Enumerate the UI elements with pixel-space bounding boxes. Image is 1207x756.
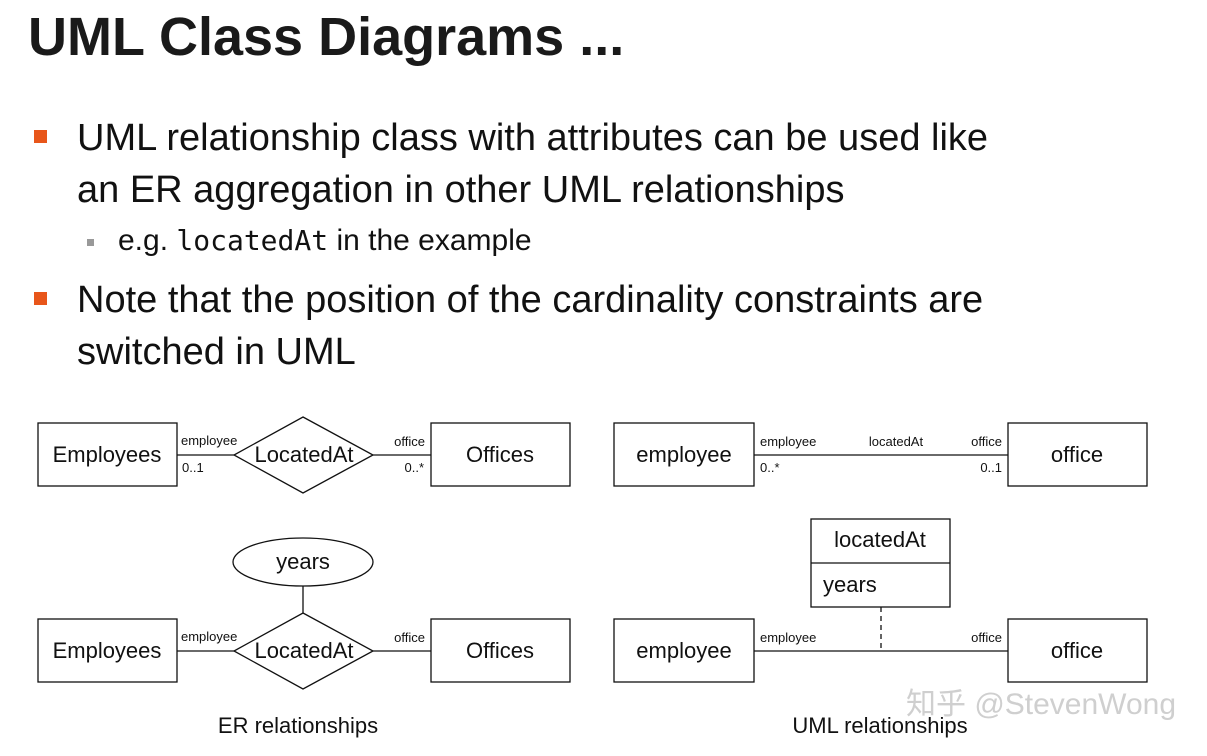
role-label-left: employee (760, 630, 816, 645)
sub-bullet-marker (87, 239, 94, 246)
class-employee-label: employee (636, 442, 731, 467)
class-office-box (1007, 618, 1148, 683)
sub-suffix: in the example (336, 224, 532, 257)
entity-employees-label: Employees (53, 638, 162, 663)
entity-offices-label: Offices (466, 442, 534, 467)
er-caption: ER relationships (218, 713, 378, 738)
sub-prefix: e.g. (118, 224, 169, 257)
role-label-left: employee (760, 434, 816, 449)
entity-offices-box (430, 618, 571, 683)
cardinality-right: 0..* (404, 460, 424, 475)
bullet-text-line: an ER aggregation in other UML relations… (77, 169, 845, 211)
entity-offices-label: Offices (466, 638, 534, 663)
er-top-diagram: Employees LocatedAt Offices employee 0..… (37, 416, 571, 494)
class-office-label: office (1051, 638, 1103, 663)
attribute-label: years (276, 549, 330, 574)
role-label-right: office (394, 630, 425, 645)
relationship-label: LocatedAt (254, 638, 353, 663)
bullet-text-line: Note that the position of the cardinalit… (77, 279, 984, 321)
class-office-box (1007, 422, 1148, 487)
relationship-label: LocatedAt (254, 442, 353, 467)
class-office-label: office (1051, 442, 1103, 467)
code-locatedAt: locatedAt (176, 224, 329, 257)
role-label-left: employee (181, 433, 237, 448)
er-bottom-diagram: years Employees LocatedAt Offices employ… (37, 537, 571, 738)
role-label-left: employee (181, 629, 237, 644)
entity-employees-box (37, 618, 178, 683)
role-label-right: office (971, 434, 1002, 449)
class-employee-label: employee (636, 638, 731, 663)
association-class-name: locatedAt (834, 527, 926, 552)
entity-offices-box (430, 422, 571, 487)
uml-top-diagram: employee office employee locatedAt offic… (613, 422, 1148, 487)
relationship-diamond (232, 612, 375, 690)
class-employee-box (613, 422, 755, 487)
bullet-text-line: UML relationship class with attributes c… (77, 117, 989, 159)
role-label-right: office (971, 630, 1002, 645)
uml-caption: UML relationships (792, 713, 967, 738)
entity-employees-box (37, 422, 178, 487)
cardinality-left: 0..* (760, 460, 780, 475)
slide-title: UML Class Diagrams ... (28, 7, 625, 67)
entity-employees-label: Employees (53, 442, 162, 467)
role-label-right: office (394, 434, 425, 449)
bullet-marker (34, 130, 47, 143)
uml-bottom-diagram: locatedAt years employee office employee… (613, 518, 1148, 738)
bullet-text-line: switched in UML (77, 331, 356, 373)
bullet-marker (34, 292, 47, 305)
class-employee-box (613, 618, 755, 683)
cardinality-left: 0..1 (182, 460, 204, 475)
cardinality-right: 0..1 (980, 460, 1002, 475)
association-class-attribute: years (823, 572, 877, 597)
relationship-diamond (232, 416, 375, 494)
watermark-text: 知乎 @StevenWong (906, 688, 1176, 721)
association-name: locatedAt (869, 434, 924, 449)
sub-bullet-text: e.g. locatedAt in the example (118, 224, 532, 258)
